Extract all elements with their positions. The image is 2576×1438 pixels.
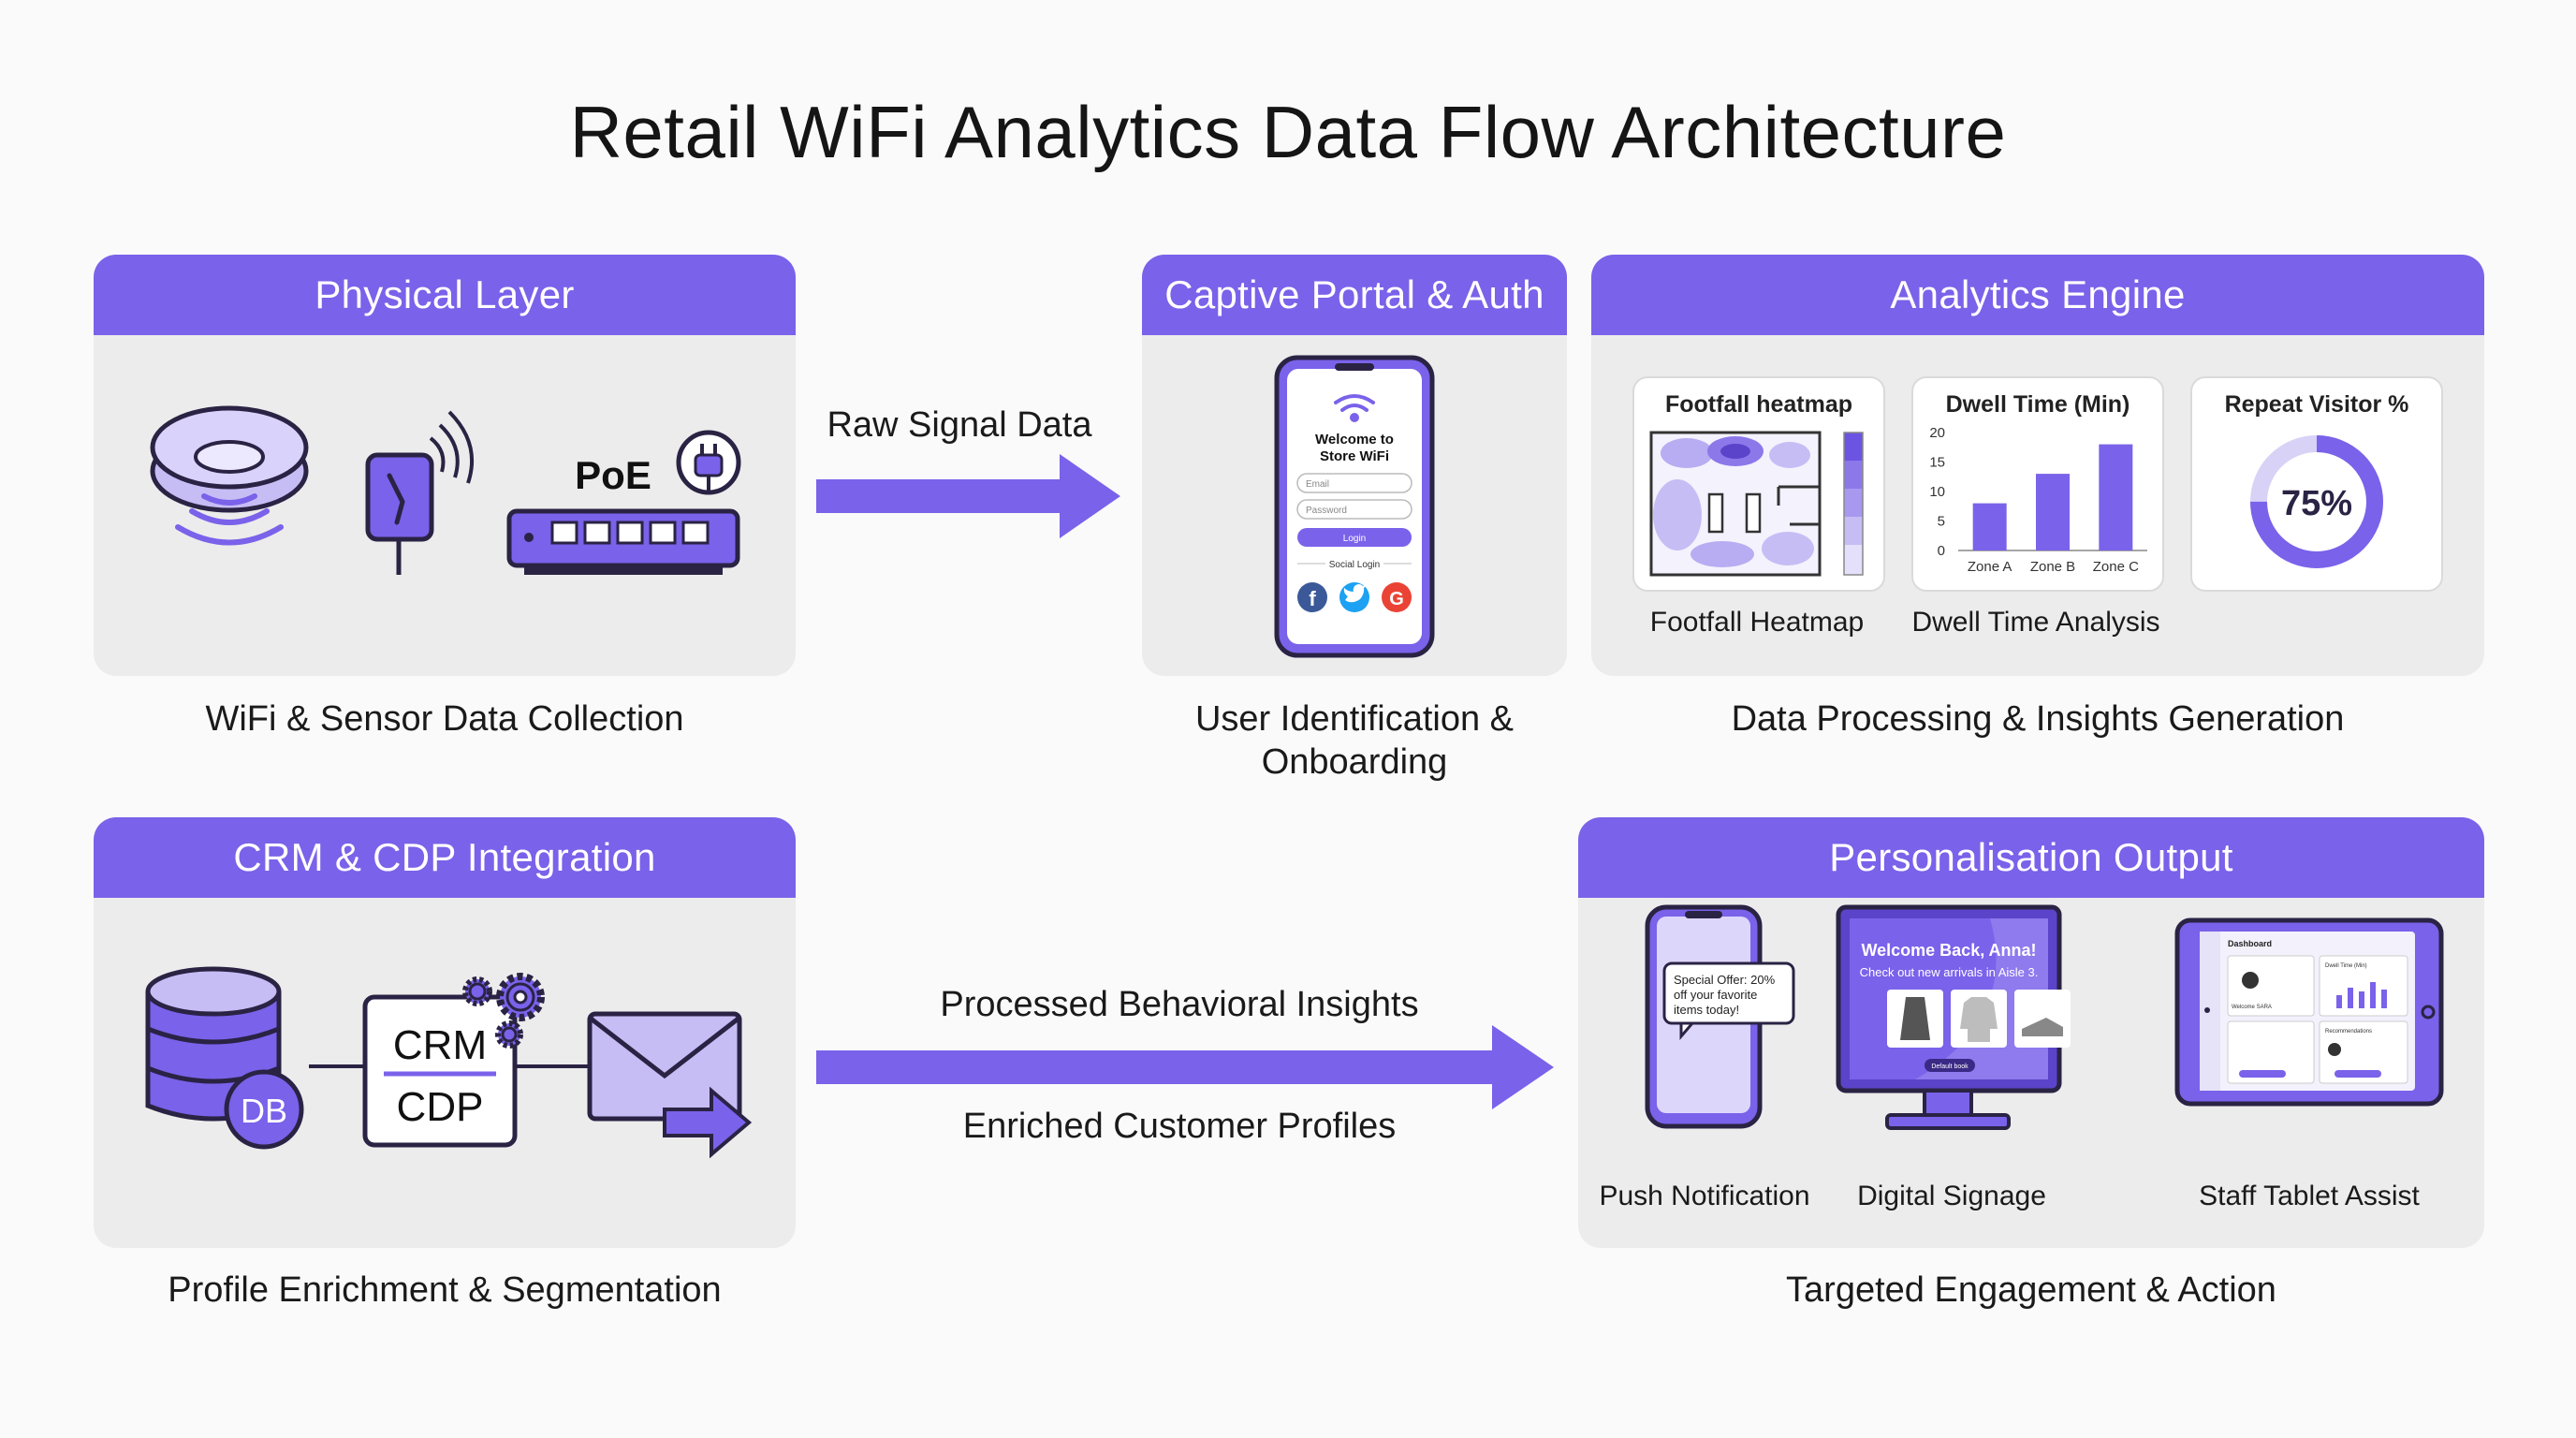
repeat-visitor-card: Repeat Visitor % 75% [2190,376,2443,592]
phone-title-line1: Welcome to [1315,432,1394,448]
tablet-card-dwell: Dwell Time (Min) [2325,963,2367,969]
crm-cdp-caption: Profile Enrichment & Segmentation [168,1270,722,1310]
password-placeholder: Password [1306,506,1347,516]
power-plug-icon [676,430,741,495]
crm-cdp-panel: CRM & CDP Integration DB CRM CDP [94,817,796,1248]
personalisation-panel: Personalisation Output Special Offer: 20… [1578,817,2484,1248]
poe-label: PoE [575,453,651,497]
raw-signal-arrow [816,454,1120,538]
physical-layer-panel: Physical Layer [94,255,796,676]
personalisation-caption: Targeted Engagement & Action [1786,1270,2276,1310]
customer-avatar [2242,972,2259,989]
google-icon[interactable]: G [1382,582,1412,612]
y-tick-label: 10 [1929,484,1945,500]
insights-arrow [816,1025,1554,1109]
email-placeholder: Email [1306,479,1329,490]
physical-layer-header: Physical Layer [94,255,796,335]
dwell-bar [2099,444,2133,550]
captive-caption-line2: Onboarding [1261,741,1448,782]
db-label: DB [241,1092,287,1130]
x-tick-label: Zone C [2093,559,2139,575]
login-button-label: Login [1343,534,1366,544]
tablet-card-welcome: Welcome SARA [2232,1005,2272,1010]
y-tick-label: 5 [1938,514,1945,530]
staff-tablet-label: Staff Tablet Assist [2199,1181,2420,1211]
crm-label: CRM [393,1022,487,1068]
repeat-visitor-value: 75% [2281,484,2352,523]
envelope-icon [587,1011,753,1159]
poe-switch-icon [506,508,740,575]
processed-insights-label: Processed Behavioral Insights [940,985,1419,1024]
crm-cdp-illustration: DB CRM CDP [145,966,753,1159]
email-field[interactable] [1296,473,1412,493]
captive-portal-panel: Captive Portal & Auth Welcome to Store W… [1142,255,1567,676]
crm-cdp-header: CRM & CDP Integration [94,817,796,898]
x-tick-label: Zone A [1968,559,2012,575]
push-text-line2: off your favorite [1674,988,1757,1002]
push-text-line1: Special Offer: 20% [1674,973,1776,987]
y-tick-label: 15 [1929,455,1945,471]
twitter-icon[interactable] [1339,582,1369,612]
page-title: Retail WiFi Analytics Data Flow Architec… [569,91,2007,173]
access-point-icon [150,405,309,546]
physical-layer-illustration: PoE [150,405,741,575]
personalisation-header: Personalisation Output [1578,817,2484,898]
svg-text:f: f [1309,587,1316,610]
heatmap-label: Footfall Heatmap [1649,607,1865,638]
y-tick-label: 0 [1938,543,1945,559]
signage-title: Welcome Back, Anna! [1861,941,2036,960]
physical-layer-caption: WiFi & Sensor Data Collection [205,699,684,739]
product-thumbnails [1887,990,2071,1048]
signage-button [1925,1059,1975,1072]
dwell-chart-title: Dwell Time (Min) [1945,391,2130,418]
signage-subtitle: Check out new arrivals in Aisle 3. [1860,965,2039,979]
analytics-engine-header: Analytics Engine [1591,255,2484,335]
social-login-label: Social Login [1329,560,1380,570]
signage-button-label: Default book [1931,1064,1969,1070]
dwell-bar [2036,474,2070,550]
captive-caption-line1: User Identification & [1194,699,1515,739]
enriched-profiles-label: Enriched Customer Profiles [962,1107,1397,1146]
dwell-label: Dwell Time Analysis [1911,607,2160,638]
wifi-icon [1334,394,1375,422]
x-tick-label: Zone B [2030,559,2075,575]
heatmap-card: Footfall heatmap [1632,376,1885,592]
repeat-visitor-donut: 75% [2250,435,2383,568]
sensor-icon [365,410,475,575]
analytics-caption: Data Processing & Insights Generation [1731,699,2345,739]
push-notification-bubble [1662,961,1795,1041]
tablet-card-recs: Recommendations [2325,1029,2372,1034]
crm-cdp-box [362,994,518,1148]
y-tick-label: 20 [1929,425,1945,441]
personalisation-illustration: Special Offer: 20% off your favorite ite… [1645,904,2444,1130]
repeat-visitor-title: Repeat Visitor % [2224,391,2409,418]
captive-portal-illustration: Welcome to Store WiFi Email Password Log… [1274,355,1435,658]
password-field[interactable] [1296,499,1412,520]
database-icon [145,966,304,1150]
digital-signage-label: Digital Signage [1857,1181,2046,1211]
phone-title-line2: Store WiFi [1320,448,1389,464]
heatmap-scale [1843,432,1864,576]
raw-signal-label: Raw Signal Data [827,405,1092,445]
heatmap-card-title: Footfall heatmap [1664,391,1852,418]
facebook-icon[interactable]: f [1297,582,1327,612]
svg-text:G: G [1389,589,1404,609]
push-notification-label: Push Notification [1599,1181,1810,1211]
analytics-engine-panel: Analytics Engine Footfall heatmap [1591,255,2484,676]
captive-portal-header: Captive Portal & Auth [1142,255,1567,335]
captive-portal-caption: User Identification & Onboarding [1142,698,1567,784]
heatmap-graphic [1649,431,1864,577]
push-text-line3: items today! [1674,1003,1739,1017]
login-button[interactable] [1297,528,1412,547]
dwell-bar [1972,503,2007,550]
cdp-label: CDP [397,1084,484,1130]
gears-icon [462,973,545,1049]
tablet-title: Dashboard [2228,939,2272,948]
